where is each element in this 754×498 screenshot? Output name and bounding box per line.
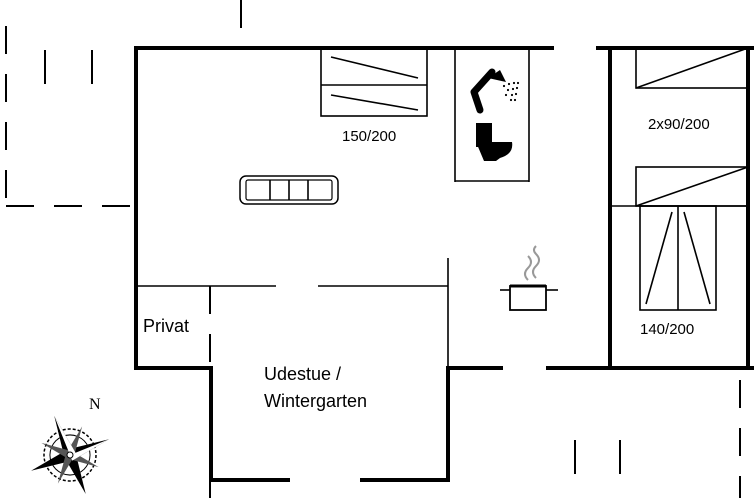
sofa-icon	[239, 175, 339, 205]
cooking-pot-icon	[500, 245, 558, 311]
sunroom-label-line1: Udestue /	[264, 364, 342, 384]
bed-140-label: 140/200	[640, 321, 695, 338]
private-room-label: Privat	[143, 316, 190, 336]
terrace-outline	[5, 0, 741, 498]
exterior-walls	[134, 46, 754, 482]
toilet-icon	[476, 123, 513, 161]
twin-bed-label: 2x90/200	[648, 116, 710, 133]
compass-north-label: N	[89, 396, 101, 413]
interior-partitions	[136, 48, 748, 368]
shower-icon	[470, 68, 520, 114]
sunroom-label-line2: Wintergarten	[264, 391, 368, 411]
bed-140	[639, 205, 717, 311]
double-bed-label: 150/200	[342, 128, 397, 145]
compass-rose-icon	[31, 416, 109, 494]
double-bed	[320, 47, 428, 117]
